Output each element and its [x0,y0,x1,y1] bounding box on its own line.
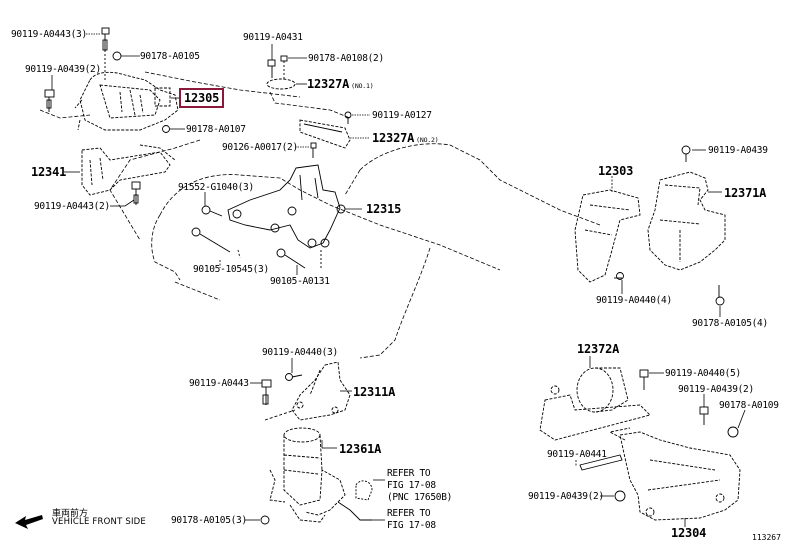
bracket-12304-illustration [608,427,741,521]
part-label-91552-g1040-3[interactable]: 91552-G1040(3) [178,182,254,193]
part-label-12315[interactable]: 12315 [366,202,402,216]
part-label-12371a[interactable]: 12371A [724,186,767,200]
leader-lines [51,33,746,527]
part-note: (NO.1) [351,82,374,90]
part-label-90178-a0105-3[interactable]: 90178-A0105(3) [171,515,247,526]
mount-12372a-illustration [539,367,651,441]
part-note: (NO.2) [416,136,439,144]
part-label-90119-a0127[interactable]: 90119-A0127 [372,110,432,121]
illustration-code: 113267 [752,533,781,542]
vehicle-front-label-jp: 車両前方 [52,509,89,519]
part-label-90178-a0109[interactable]: 90178-A0109 [719,400,779,411]
bolt-icon [44,27,170,133]
bolt-icon [261,373,303,421]
part-label-12327a-no1[interactable]: 12327A(NO.1) [307,77,374,93]
part-number: 12327A [372,131,415,145]
part-label-12372a[interactable]: 12372A [577,342,620,356]
part-label-12341[interactable]: 12341 [31,165,67,179]
bracket-12341-illustration [81,144,176,196]
part-label-90119-a0439[interactable]: 90119-A0439 [708,145,768,156]
part-label-90119-a0431[interactable]: 90119-A0431 [243,32,303,43]
mount-12305-illustration [74,71,179,131]
part-label-90119-a0439-2-lower[interactable]: 90119-A0439(2) [528,491,604,502]
part-label-90119-a0440-5[interactable]: 90119-A0440(5) [665,368,741,379]
part-label-90178-a0107[interactable]: 90178-A0107 [186,124,246,135]
part-label-90178-a0108-2[interactable]: 90178-A0108(2) [308,53,384,64]
bracket-12327a-illustration [266,55,352,158]
part-label-90105-a0131[interactable]: 90105-A0131 [270,276,330,287]
mount-12361a-illustration [269,427,346,523]
bolt-icon [191,205,322,270]
refer-to-fig-17-08[interactable]: REFER TO FIG 17-08 [387,508,436,531]
part-label-12327a-no2[interactable]: 12327A(NO.2) [372,131,439,147]
vehicle-front-label-en: VEHICLE FRONT SIDE [52,517,146,527]
part-label-90119-a0439-2[interactable]: 90119-A0439(2) [25,64,101,75]
part-label-90119-a0443[interactable]: 90119-A0443 [189,378,249,389]
part-label-12304[interactable]: 12304 [671,526,707,540]
part-label-12303[interactable]: 12303 [598,164,634,178]
bracket-12315-illustration [227,164,346,249]
bolt-icon [614,145,725,306]
part-label-12311a[interactable]: 12311A [353,385,396,399]
part-label-90119-a0439-2-right[interactable]: 90119-A0439(2) [678,384,754,395]
part-label-90178-a0105-4[interactable]: 90178-A0105(4) [692,318,768,329]
part-label-12361a[interactable]: 12361A [339,442,382,456]
part-label-90178-a0105[interactable]: 90178-A0105 [140,51,200,62]
part-label-12305-highlighted[interactable]: 12305 [178,88,225,108]
arrow-left-icon [15,515,43,529]
part-label-90119-a0443-3[interactable]: 90119-A0443(3) [11,29,87,40]
engine-outline [39,71,601,359]
part-label-90119-a0440-4[interactable]: 90119-A0440(4) [596,295,672,306]
bolt-icon [579,369,739,502]
part-label-90105-10545-3[interactable]: 90105-10545(3) [193,264,269,275]
part-label-90119-a0443-2[interactable]: 90119-A0443(2) [34,201,110,212]
nut-icon [260,480,373,525]
bolt-icon [131,181,141,205]
mount-12371a-illustration [574,171,726,283]
part-label-90119-a0440-3[interactable]: 90119-A0440(3) [262,347,338,358]
part-label-90119-a0441[interactable]: 90119-A0441 [547,449,607,460]
part-label-90126-a0017-2[interactable]: 90126-A0017(2) [222,142,298,153]
bracket-12311a-illustration [291,361,351,421]
part-number: 12327A [307,77,350,91]
refer-to-fig-17-08-pnc[interactable]: REFER TO FIG 17-08 (PNC 17650B) [387,468,453,503]
